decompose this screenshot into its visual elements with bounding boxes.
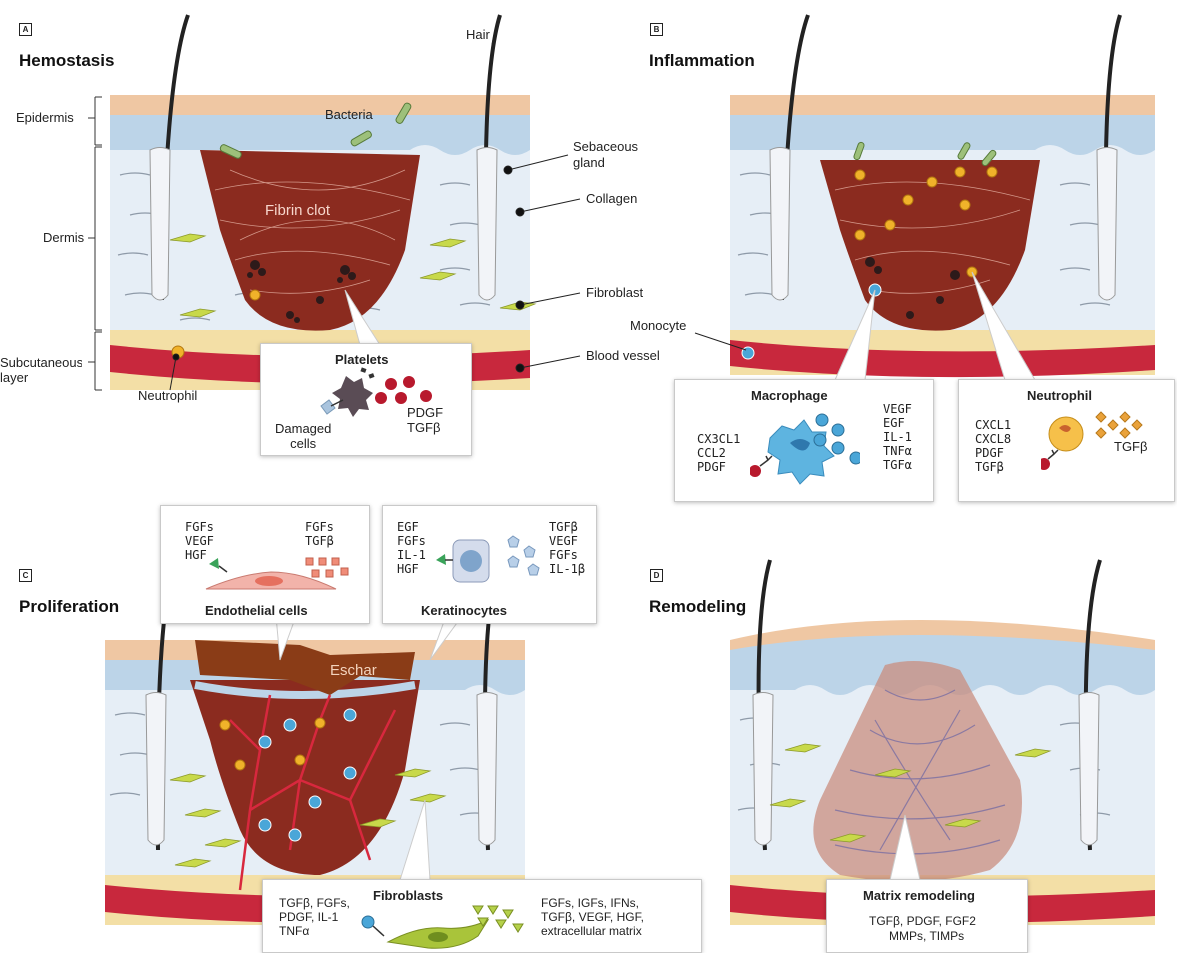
endothelial-cell-icon <box>205 557 349 590</box>
matrix-remodeling-line1: TGFβ, PDGF, FGF2 <box>869 914 976 928</box>
sebaceous-gland-label: Sebaceous gland <box>573 139 639 170</box>
subcutaneous-label: Subcutaneous layer <box>0 355 82 385</box>
fibrin-clot-label: Fibrin clot <box>265 202 331 219</box>
bacteria-label: Bacteria <box>325 107 373 122</box>
collagen-label: Collagen <box>586 191 638 206</box>
matrix-remodeling-callout: Matrix remodeling TGFβ, PDGF, FGF2 MMPs,… <box>826 879 1028 953</box>
fibroblast-cell-icon <box>361 905 524 949</box>
panel-c-title: Proliferation <box>19 597 120 616</box>
platelets-callout: Platelets Damaged cells PDGF TGFβ <box>260 343 472 456</box>
platelets-title: Platelets <box>335 352 389 367</box>
neutrophil-label: Neutrophil <box>138 388 198 403</box>
monocyte-label: Monocyte <box>630 318 687 333</box>
hair-label: Hair <box>466 27 490 42</box>
neutrophil-output: TGFβ <box>1114 439 1148 454</box>
inflammation-diagram <box>694 14 1155 381</box>
endothelial-inputs: FGFs VEGF HGF <box>185 520 214 562</box>
neutrophil-inputs: CXCL1 CXCL8 PDGF TGFβ <box>975 418 1012 474</box>
matrix-remodeling-title: Matrix remodeling <box>863 888 975 903</box>
macrophage-outputs: VEGF EGF IL-1 TNFα TGFα <box>883 402 912 472</box>
keratinocyte-outputs: TGFβ VEGF FGFs IL-1β <box>549 520 586 576</box>
epidermis-label: Epidermis <box>16 110 74 125</box>
panel-b-title: Inflammation <box>649 51 755 70</box>
neutrophil-callout: Neutrophil CXCL1 CXCL8 PDGF TGFβ TGFβ <box>958 379 1175 502</box>
fibroblast-title: Fibroblasts <box>373 888 444 903</box>
blood-vessel-label: Blood vessel <box>586 348 660 363</box>
fibrin-clot-shape <box>200 150 420 331</box>
fibroblast-label: Fibroblast <box>586 285 644 300</box>
panel-a-tag: A <box>19 23 32 36</box>
hemostasis-diagram: Fibrin clot <box>88 14 581 391</box>
fibroblast-outputs: FGFs, IGFs, IFNs, TGFβ, VEGF, HGF, extra… <box>541 896 644 938</box>
damaged-cells-label: Damaged cells <box>275 421 332 451</box>
matrix-area <box>813 661 1022 882</box>
fibroblast-inputs: TGFβ, FGFs, PDGF, IL-1 TNFα <box>279 896 350 938</box>
neutrophil-title: Neutrophil <box>1027 388 1092 403</box>
panel-a-title: Hemostasis <box>19 51 115 70</box>
endothelial-title: Endothelial cells <box>205 603 308 618</box>
fibroblast-callout: Fibroblasts TGFβ, FGFs, PDGF, IL-1 TNFα … <box>262 879 702 953</box>
platelets-factors: PDGF TGFβ <box>407 405 444 435</box>
endothelial-outputs: FGFs TGFβ <box>305 520 334 548</box>
macrophage-inputs: CX3CL1 CCL2 PDGF <box>697 432 741 474</box>
eschar-label: Eschar <box>330 662 377 679</box>
keratinocyte-cell-icon <box>436 535 540 583</box>
platelet-cell-icon <box>320 367 432 417</box>
eschar-shape <box>195 640 415 695</box>
macrophage-title: Macrophage <box>751 388 828 403</box>
panel-b-tag: B <box>650 23 663 36</box>
neutrophil-cell-icon <box>1041 411 1143 470</box>
endothelial-callout: FGFs VEGF HGF FGFs TGFβ Endothelial cell… <box>160 505 370 624</box>
dermis-label: Dermis <box>43 230 85 245</box>
keratinocyte-inputs: EGF FGFs IL-1 HGF <box>397 520 426 576</box>
panel-d-title: Remodeling <box>649 597 747 616</box>
matrix-remodeling-line2: MMPs, TIMPs <box>889 929 965 943</box>
panel-d-tag: D <box>650 569 663 582</box>
panel-c-tag: C <box>19 569 32 582</box>
keratinocyte-title: Keratinocytes <box>421 603 507 618</box>
keratinocyte-callout: EGF FGFs IL-1 HGF TGFβ VEGF FGFs IL-1β K… <box>382 505 597 624</box>
macrophage-callout: Macrophage CX3CL1 CCL2 PDGF VEGF EGF IL-… <box>674 379 934 502</box>
macrophage-cell-icon <box>750 413 860 485</box>
